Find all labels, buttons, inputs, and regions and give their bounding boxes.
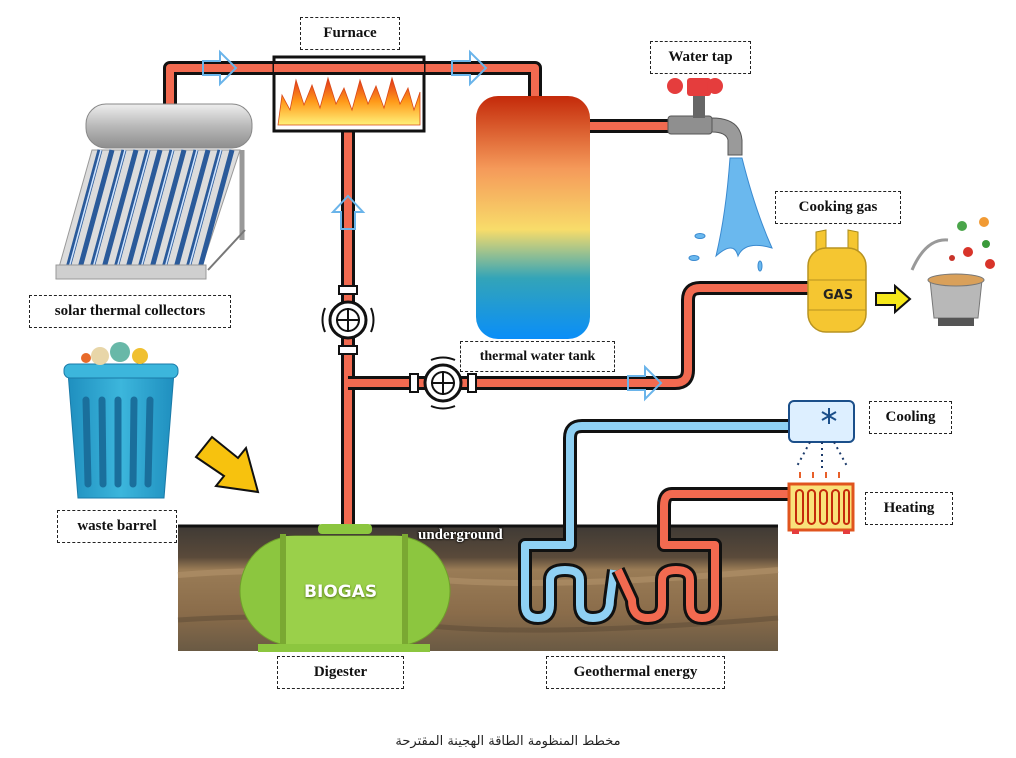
label-geothermal-energy: Geothermal energy bbox=[546, 656, 725, 689]
air-conditioner-cooling bbox=[788, 400, 855, 478]
label-waste-barrel: waste barrel bbox=[57, 510, 177, 543]
furnace bbox=[272, 55, 426, 133]
waste-barrel bbox=[63, 342, 179, 499]
water-tap bbox=[667, 78, 773, 272]
label-water-tap: Water tap bbox=[650, 41, 751, 74]
gas-cylinder bbox=[807, 229, 867, 333]
geothermal-cold-loop bbox=[518, 419, 790, 625]
cooking-pot bbox=[910, 217, 995, 326]
radiator-heating bbox=[787, 482, 855, 534]
label-digester: Digester bbox=[277, 656, 404, 689]
valve-horizontal[interactable] bbox=[409, 356, 477, 410]
label-heating: Heating bbox=[865, 492, 953, 525]
gas-cylinder-text: GAS bbox=[823, 288, 854, 303]
valve-vertical[interactable] bbox=[321, 285, 375, 355]
flow-arrow-icon bbox=[627, 364, 663, 402]
flow-arrow-icon bbox=[202, 49, 238, 87]
flow-arrow-icon bbox=[330, 194, 366, 230]
thermal-water-tank bbox=[476, 96, 590, 339]
label-solar-thermal-collectors: solar thermal collectors bbox=[29, 295, 231, 328]
yellow-diagonal-arrow-icon bbox=[194, 435, 260, 494]
solar-thermal-collector bbox=[55, 103, 253, 280]
label-cooking-gas: Cooking gas bbox=[775, 191, 901, 224]
biogas-tank-text: BIOGAS bbox=[304, 582, 378, 602]
figure-caption: مخطط المنظومة الطاقة الهجينة المقترحة bbox=[395, 734, 621, 749]
label-thermal-water-tank: thermal water tank bbox=[460, 341, 615, 372]
label-furnace: Furnace bbox=[300, 17, 400, 50]
water-stream bbox=[688, 157, 773, 272]
flow-arrow-icon bbox=[451, 49, 488, 87]
flow-arrows bbox=[202, 49, 663, 402]
snowflake-icon bbox=[821, 408, 837, 424]
geothermal-hot-loop bbox=[611, 487, 790, 625]
yellow-right-arrow-icon bbox=[875, 283, 912, 315]
biogas-digester bbox=[239, 524, 451, 652]
label-cooling: Cooling bbox=[869, 401, 952, 434]
label-underground: underground bbox=[418, 527, 503, 543]
